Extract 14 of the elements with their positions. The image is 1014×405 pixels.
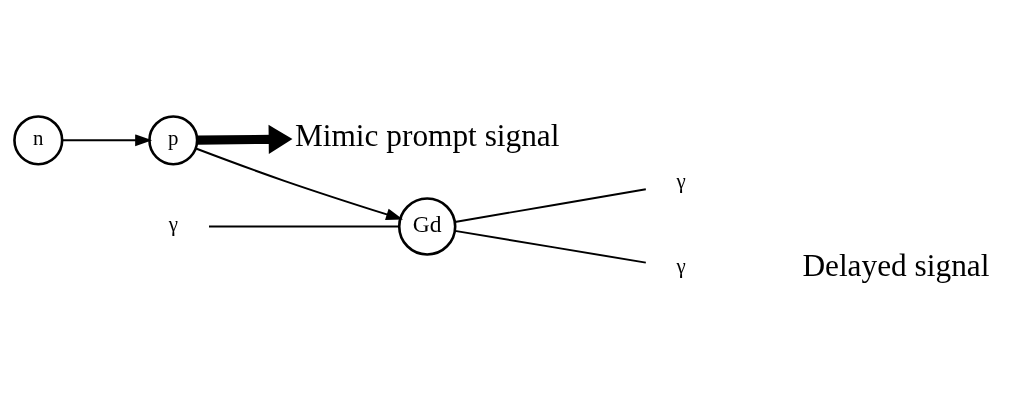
- connector: [453, 187, 647, 223]
- arrow: [61, 133, 153, 146]
- connector: [453, 229, 647, 264]
- node-circle: p: [148, 114, 199, 165]
- node-circle: Gd: [397, 196, 457, 256]
- node-text: Mimic prompt signal: [294, 117, 560, 153]
- label: Delayed signal: [802, 247, 990, 283]
- node-text: γ: [168, 211, 178, 236]
- arrow: [197, 124, 293, 154]
- node-circle: n: [13, 114, 64, 165]
- node-text: γ: [676, 168, 686, 193]
- node-text: γ: [676, 253, 686, 278]
- connector: [208, 225, 401, 227]
- arrow: [194, 147, 404, 220]
